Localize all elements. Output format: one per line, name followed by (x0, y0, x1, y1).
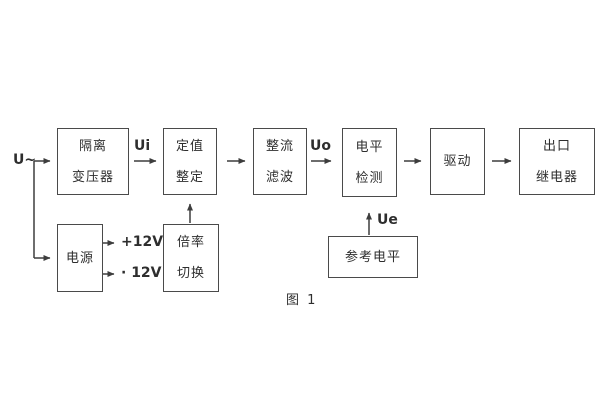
label-input-voltage: U~ (13, 152, 37, 168)
label-ui: Ui (134, 138, 151, 154)
figure-caption: 图 1 (286, 293, 318, 308)
block-label: 检测 (355, 170, 384, 186)
block-label: 出口 (542, 138, 571, 154)
block-driver: 驱动 (430, 128, 485, 195)
block-setting-adjustment: 定值 整定 (163, 128, 217, 195)
block-label: 整流 (265, 138, 294, 154)
block-output-relay: 出口 继电器 (519, 128, 595, 195)
block-label: 滤波 (265, 169, 294, 185)
block-label: 切换 (176, 266, 205, 281)
block-power-supply: 电源 (57, 224, 103, 292)
block-label: 电源 (65, 250, 94, 266)
block-label: 定值 (175, 138, 204, 154)
block-label: 继电器 (535, 169, 578, 185)
label-uo: Uo (310, 138, 331, 154)
label-plus-12v: +12V (121, 234, 164, 250)
label-minus-12v: · 12V (121, 265, 162, 281)
label-ue: Ue (377, 212, 398, 228)
block-label: 变压器 (71, 169, 114, 185)
block-label: 整定 (175, 169, 204, 185)
block-isolation-transformer: 隔离 变压器 (57, 128, 129, 195)
block-ratio-switching: 倍率 切换 (163, 224, 219, 292)
block-reference-level: 参考电平 (328, 236, 418, 278)
block-rectifier-filter: 整流 滤波 (253, 128, 307, 195)
block-label: 隔离 (78, 138, 107, 154)
block-label: 驱动 (443, 154, 472, 169)
block-level-detection: 电平 检测 (342, 128, 397, 197)
block-label: 倍率 (176, 235, 205, 250)
block-label: 电平 (355, 139, 384, 155)
block-label: 参考电平 (344, 249, 401, 265)
